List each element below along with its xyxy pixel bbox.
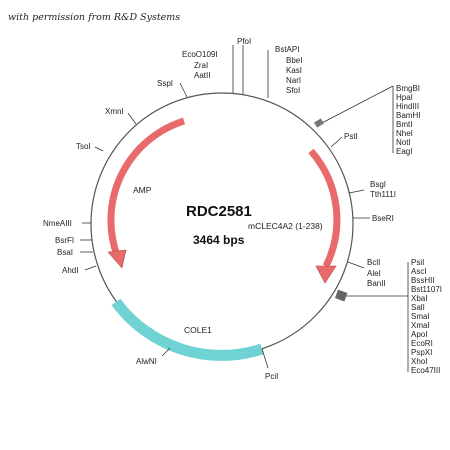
site-label-bsrfi: BsrFI (55, 236, 74, 245)
site-label-xmni: XmnI (105, 107, 124, 116)
leader-alwni (161, 347, 171, 357)
plasmid-name: RDC2581 (186, 203, 252, 220)
site-label-ahdi: AhdI (62, 266, 78, 275)
amp-arrow (107, 117, 186, 260)
leader-tsoi (94, 146, 104, 152)
credit-text: with permission from R&D Systems (8, 12, 180, 23)
cole1-origin-arc (111, 298, 264, 361)
plasmid-size: 3464 bps (193, 233, 245, 247)
site-label-bstapi: BstAPI (275, 45, 299, 54)
site-label-pfoi: PfoI (237, 37, 251, 46)
mcs2-site-xhoi: XhoI (411, 357, 427, 366)
site-label-banii: BanII (367, 279, 386, 288)
leader-sspi (179, 82, 188, 98)
insert-arrowhead (315, 265, 337, 284)
leader-bcli (347, 261, 365, 269)
amp-arrowhead (107, 249, 127, 269)
leader-xmni (127, 112, 137, 125)
mcs2-site-xmai: XmaI (411, 321, 430, 330)
insert-arrow (308, 148, 341, 268)
leader-pcii (261, 348, 269, 369)
mcs1-site-bamhi: BamHI (396, 111, 420, 120)
cole1-label: COLE1 (184, 325, 212, 335)
mcs2-site-psii: PsiI (411, 258, 424, 267)
mcs2-site-sali: SalI (411, 303, 425, 312)
mcs1-tick-mark (314, 118, 324, 128)
site-label-zrai: ZraI (194, 61, 208, 70)
leader-psti (330, 136, 343, 148)
mcs2-site-pspxi: PspXI (411, 348, 432, 357)
site-label-bsai: BsaI (57, 248, 73, 257)
mcs2-site-xbai: XbaI (411, 294, 427, 303)
mcs1-site-hindiii: HindIII (396, 102, 419, 111)
mcs2-site-bsshii: BssHII (411, 276, 435, 285)
mcs1-site-bmgbi: BmgBI (396, 84, 420, 93)
mcs1-site-eagi: EagI (396, 147, 412, 156)
site-label-tth111i: Tth111I (370, 190, 396, 199)
site-label-ecoo109i: EcoO109I (182, 50, 218, 59)
site-label-bsgi: BsgI (370, 180, 386, 189)
mcs1-site-noti: NotI (396, 138, 411, 147)
mcs1-leader (319, 85, 394, 125)
mcs1-site-nhei: NheI (396, 129, 413, 138)
site-label-bseri: BseRI (372, 214, 394, 223)
site-label-psti: PstI (344, 132, 358, 141)
site-label-pcii: PciI (265, 372, 278, 381)
mcs1-site-hpai: HpaI (396, 93, 413, 102)
site-label-alei: AleI (367, 269, 381, 278)
site-label-tsoi: TsoI (76, 142, 91, 151)
mcs2-site-eco47iii: Eco47III (411, 366, 440, 375)
mcs1-site-bmti: BmtI (396, 120, 412, 129)
leader-ahdi (84, 265, 97, 271)
leader-bsgi (348, 189, 365, 194)
site-label-alwni: AlwNI (136, 357, 157, 366)
mcs2-site-smai: SmaI (411, 312, 430, 321)
site-label-bcli: BclI (367, 258, 380, 267)
mcs2-site-asci: AscI (411, 267, 427, 276)
site-label-aatii: AatII (194, 71, 210, 80)
mcs2-site-bst1107i: Bst1107I (411, 285, 442, 294)
mcs2-site-apoi: ApoI (411, 330, 427, 339)
mcs2-site-ecori: EcoRI (411, 339, 433, 348)
site-label-sfoi: SfoI (286, 86, 300, 95)
site-label-kasi: KasI (286, 66, 302, 75)
site-label-sspi: SspI (157, 79, 173, 88)
insert-label: mCLEC4A2 (1-238) (248, 221, 323, 231)
amp-label: AMP (133, 185, 152, 195)
mcs2-tick-mark (334, 289, 348, 302)
site-label-nari: NarI (286, 76, 301, 85)
site-label-nmeaiii: NmeAIII (43, 219, 72, 228)
site-label-bbei: BbeI (286, 56, 302, 65)
